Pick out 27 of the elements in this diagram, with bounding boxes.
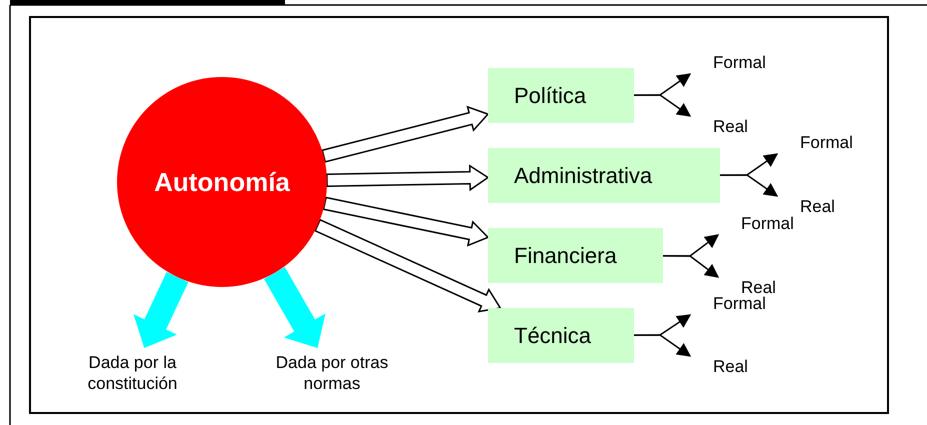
- block-arrow: [264, 267, 326, 348]
- node-label: Técnica: [514, 322, 592, 350]
- branch-label: Formal: [741, 213, 794, 235]
- block-arrow: [321, 106, 490, 163]
- node-label: Autonomía: [154, 166, 290, 198]
- category-box: [488, 148, 720, 203]
- category-box: [488, 308, 634, 363]
- node-label: Política: [514, 82, 586, 110]
- branch-label: Formal: [713, 52, 766, 74]
- caption-text: Dada por la constitución: [86, 352, 178, 394]
- category-box: [488, 228, 663, 283]
- node-label: Administrativa: [514, 162, 652, 190]
- branch-label: Real: [713, 356, 748, 378]
- block-arrow: [314, 218, 502, 312]
- arrow: [634, 94, 692, 117]
- block-arrow: [134, 272, 188, 348]
- branch-label: Real: [713, 116, 748, 138]
- branch-label: Formal: [800, 132, 853, 154]
- arrow: [634, 334, 692, 357]
- arrow: [720, 174, 778, 197]
- branch-label: Real: [800, 196, 835, 218]
- arrow: [663, 255, 720, 278]
- caption-text: Dada por otras normas: [274, 352, 390, 394]
- block-arrow: [326, 164, 490, 192]
- node-label: Financiera: [514, 242, 617, 270]
- block-arrow: [322, 196, 490, 247]
- category-box: [488, 68, 634, 123]
